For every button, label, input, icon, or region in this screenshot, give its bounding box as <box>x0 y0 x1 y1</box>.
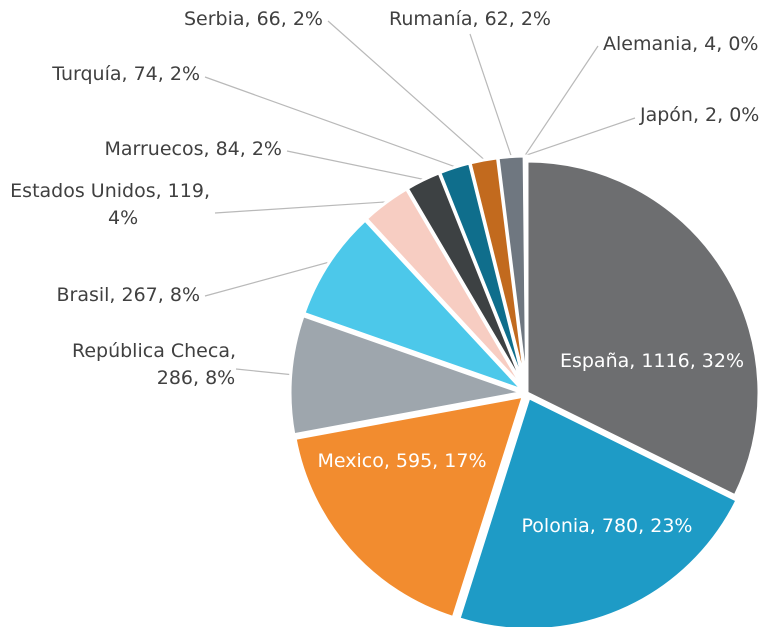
data-label-7: Marruecos, 84, 2% <box>104 138 282 160</box>
pie-slice-12 <box>524 154 529 389</box>
pie-slice-5 <box>302 217 524 392</box>
data-label-6: Estados Unidos, 119,4% <box>10 180 210 229</box>
data-label-9: Serbia, 66, 2% <box>184 8 323 30</box>
leader-line-12 <box>525 117 636 161</box>
data-label-5: Brasil, 267, 8% <box>56 284 200 306</box>
leader-line-9 <box>327 20 486 165</box>
data-label-2: Polonia, 780, 23% <box>522 515 693 537</box>
pie-slices <box>288 154 761 632</box>
data-label-4: República Checa,286, 8% <box>72 340 236 389</box>
leader-line-6 <box>214 201 389 214</box>
data-label-1: España, 1116, 32% <box>560 350 744 372</box>
leader-line-10 <box>469 33 512 161</box>
data-label-10: Rumanía, 62, 2% <box>389 8 551 30</box>
leader-line-4 <box>235 368 295 376</box>
pie-slice-4 <box>288 313 528 437</box>
data-label-8: Turquía, 74, 2% <box>51 63 200 85</box>
data-label-11: Alemania, 4, 0% <box>603 33 758 55</box>
data-label-3: Mexico, 595, 17% <box>318 450 487 472</box>
pie-slice-3 <box>293 394 526 620</box>
data-labels: España, 1116, 32% Polonia, 780, 23% Mexico… <box>10 8 759 537</box>
leader-line-7 <box>286 150 426 184</box>
data-label-12: Japón, 2, 0% <box>639 104 759 126</box>
pie-slice-1 <box>525 159 761 498</box>
